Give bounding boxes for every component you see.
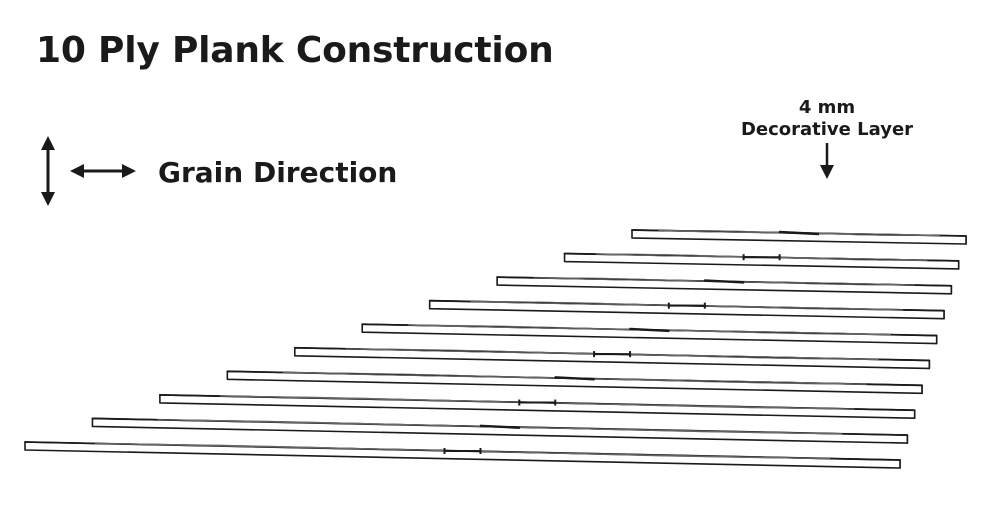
plank-layer (361, 323, 938, 345)
plank-layer (158, 393, 916, 420)
layer-front-face (159, 394, 916, 420)
grain-marker-cross (518, 399, 557, 406)
double-arrow-horizontal-icon (70, 164, 136, 178)
grain-marker-long (704, 279, 745, 284)
layer-front-face (496, 276, 953, 295)
grain-marker-cross (593, 351, 632, 358)
decorative-layer-thickness: 4 mm (798, 97, 856, 118)
grain-marker-long (629, 327, 670, 333)
layer-top-face (496, 276, 953, 287)
plank-layer (91, 417, 909, 444)
plank-layer (563, 252, 960, 270)
layer-top-face (563, 252, 960, 262)
layer-front-face (24, 441, 901, 469)
down-arrow-icon (820, 143, 834, 179)
grain-marker-cross (742, 254, 781, 261)
grain-direction-label: Grain Direction (158, 156, 398, 189)
plank-layer (293, 346, 931, 370)
layer-top-face (293, 346, 931, 362)
decorative-layer-name: Decorative Layer (740, 119, 914, 140)
plank-layer (496, 276, 953, 295)
plank-layer (428, 299, 945, 320)
layer-front-face (91, 417, 909, 444)
grain-marker-long (479, 424, 520, 429)
layer-top-face (631, 229, 967, 237)
grain-marker-cross (667, 302, 706, 309)
grain-marker-long (554, 376, 595, 381)
grain-marker-cross (443, 448, 482, 454)
decorative-layer-callout: 4 mm Decorative Layer (727, 97, 927, 141)
layer-front-face (563, 252, 960, 270)
plank-layer (24, 441, 901, 469)
page-title: 10 Ply Plank Construction (36, 30, 554, 71)
plank-layer (226, 370, 923, 395)
grain-direction-legend (41, 136, 136, 206)
grain-marker-long (778, 230, 820, 236)
double-arrow-vertical-icon (41, 136, 55, 206)
plank-layer (631, 229, 967, 245)
